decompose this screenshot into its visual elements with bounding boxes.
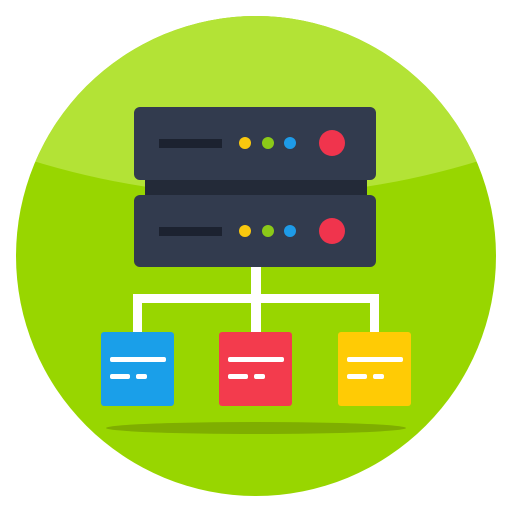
ground-shadow: [106, 422, 406, 434]
led-yellow: [239, 225, 251, 237]
server-stack: [134, 107, 376, 267]
server-gap: [145, 176, 367, 198]
power-button: [319, 218, 345, 244]
child-node-yellow: [338, 332, 411, 406]
server-unit-bottom: [134, 195, 376, 267]
led-blue: [284, 137, 296, 149]
child-node-blue: [101, 332, 174, 406]
node-text-line: [228, 374, 248, 379]
connector-lines: [133, 262, 379, 334]
led-green: [262, 137, 274, 149]
node-text-line: [110, 374, 130, 379]
node-text-line: [110, 357, 166, 362]
led-green: [262, 225, 274, 237]
node-text-line: [373, 374, 384, 379]
server-unit-top: [134, 107, 376, 180]
led-yellow: [239, 137, 251, 149]
led-blue: [284, 225, 296, 237]
node-text-line: [347, 374, 367, 379]
drive-slot: [159, 227, 222, 236]
drive-slot: [159, 139, 222, 148]
node-text-line: [136, 374, 147, 379]
node-text-line: [228, 357, 284, 362]
node-text-line: [347, 357, 403, 362]
power-button: [319, 130, 345, 156]
child-node-red: [219, 332, 292, 406]
node-text-line: [254, 374, 265, 379]
